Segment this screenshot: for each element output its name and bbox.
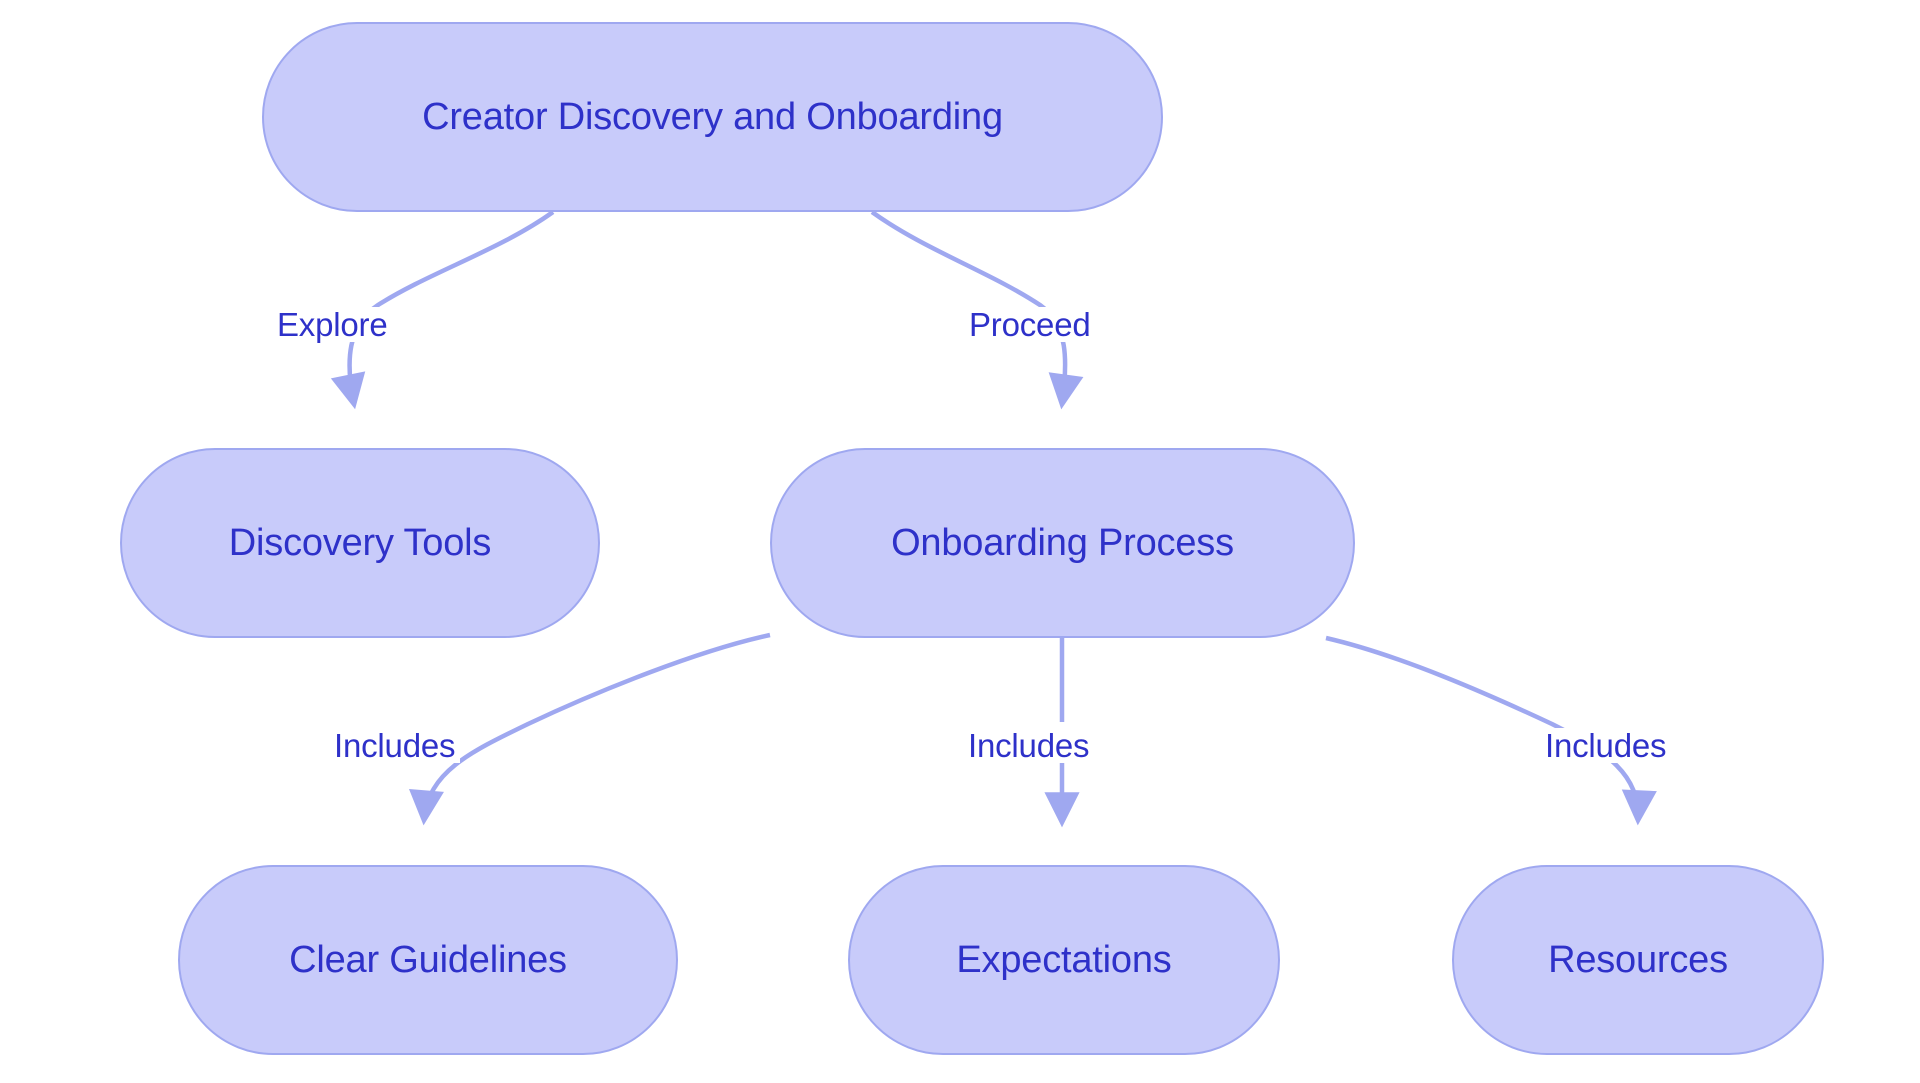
node-expectations[interactable]: Expectations	[848, 865, 1280, 1055]
node-resources[interactable]: Resources	[1452, 865, 1824, 1055]
node-onboarding-process[interactable]: Onboarding Process	[770, 448, 1355, 638]
node-label: Clear Guidelines	[289, 939, 567, 981]
node-label: Expectations	[956, 939, 1172, 981]
node-label: Onboarding Process	[891, 522, 1234, 564]
edge-label-proceed: Proceed	[964, 307, 1096, 342]
node-clear-guidelines[interactable]: Clear Guidelines	[178, 865, 678, 1055]
node-discovery-tools[interactable]: Discovery Tools	[120, 448, 600, 638]
edge-label-explore: Explore	[272, 307, 393, 342]
edge-onboarding-to-guidelines	[409, 632, 771, 826]
edge-label-includes-3: Includes	[1540, 728, 1672, 763]
edge-label-includes-1: Includes	[329, 728, 461, 763]
node-creator-discovery-and-onboarding[interactable]: Creator Discovery and Onboarding	[262, 22, 1163, 212]
node-label: Resources	[1548, 939, 1728, 981]
node-label: Creator Discovery and Onboarding	[422, 96, 1003, 138]
edge-label-includes-2: Includes	[963, 728, 1095, 763]
node-label: Discovery Tools	[228, 522, 492, 564]
